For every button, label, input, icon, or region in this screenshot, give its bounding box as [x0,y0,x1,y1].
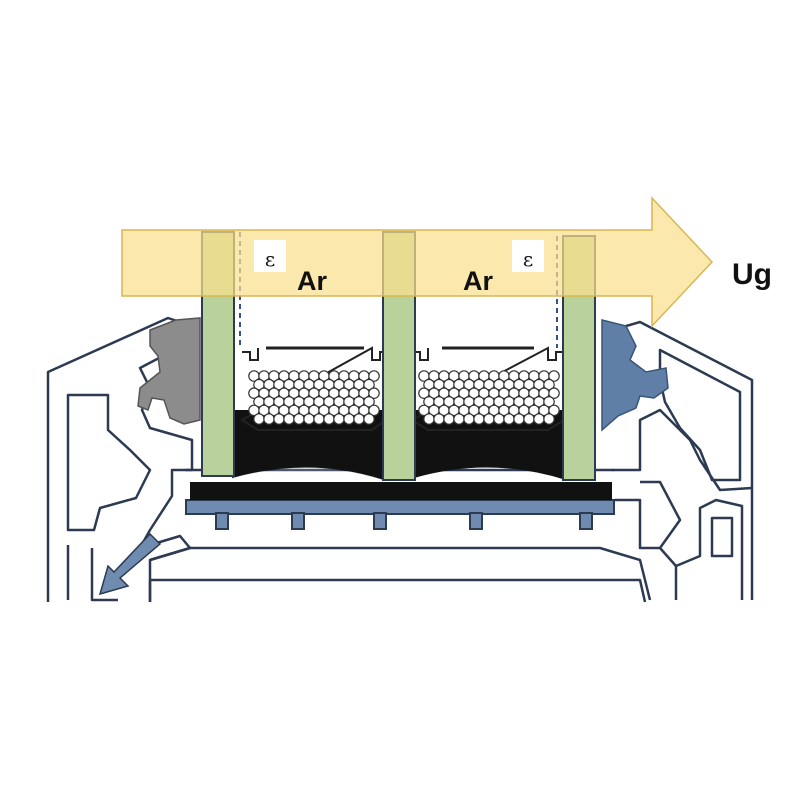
desiccant-bead [253,413,265,425]
desiccant-bead [483,413,495,425]
desiccant-bead [353,413,365,425]
desiccant-bead [548,404,560,417]
frame-bottom-rail [149,546,652,601]
desiccant-bead [363,395,375,408]
frame-right-inner-3 [674,516,734,600]
desiccant-bead [343,413,355,425]
desiccant-bead [368,404,380,417]
emissivity-label-left: ε [265,247,275,271]
desiccant-bead [523,413,535,425]
support-foot-5 [579,512,593,530]
support-foot-2 [291,512,305,530]
desiccant-bead [513,413,525,425]
desiccant-bead [548,387,560,399]
desiccant-bead [543,378,555,391]
emissivity-box-left [254,240,286,272]
support-foot-3 [373,512,387,530]
support-foot-4 [469,512,483,530]
desiccant-bead [303,413,315,425]
desiccant-bead [363,413,375,425]
sealant-cavity-right [414,410,566,480]
frame-right-inner-2 [640,480,744,600]
desiccant-bead [293,413,305,425]
window-frame-profile [46,316,754,603]
support-bar [185,499,615,515]
bottom-seal-black [190,482,612,500]
desiccant-bead [368,370,380,382]
support-foot-1 [215,512,229,530]
desiccant-bead [363,378,375,391]
desiccant-bead [493,413,505,425]
desiccant-bead [533,413,545,425]
desiccant-bead [443,413,455,425]
desiccant-beads-left [248,370,380,425]
emissivity-box-right [512,240,544,272]
glazing-support [185,482,615,530]
frame-left-inner-1 [66,393,152,532]
desiccant-bead [333,413,345,425]
desiccant-bead [543,413,555,425]
desiccant-bead [323,413,335,425]
sealant-cavity-left [232,410,384,480]
desiccant-beads-right [418,370,560,425]
desiccant-bead [473,413,485,425]
desiccant-bead [263,413,275,425]
gas-label-right: Ar [463,266,493,296]
u-value-label: Ug [732,258,772,291]
frame-bottom-inner [148,578,647,603]
drainage-arrow-icon [98,532,162,596]
desiccant-bead [503,413,515,425]
frame-left-inner-2 [66,545,118,602]
desiccant-bead [433,413,445,425]
desiccant-bead [313,413,325,425]
edge-seal-left [137,317,201,425]
desiccant-bead [463,413,475,425]
desiccant-bead [283,413,295,425]
edge-seal-right [601,319,669,432]
secondary-sealant [232,410,566,480]
desiccant-bead [548,370,560,382]
desiccant-bead [543,395,555,408]
desiccant-bead [423,413,435,425]
heat-flow-arrow [121,196,714,328]
frame-right-step [615,498,660,550]
gas-label-left: Ar [297,266,327,296]
emissivity-label-right: ε [523,247,533,271]
desiccant-bead [273,413,285,425]
desiccant-bead [453,413,465,425]
sealant-curve-left [231,466,385,481]
desiccant-bead [368,387,380,399]
